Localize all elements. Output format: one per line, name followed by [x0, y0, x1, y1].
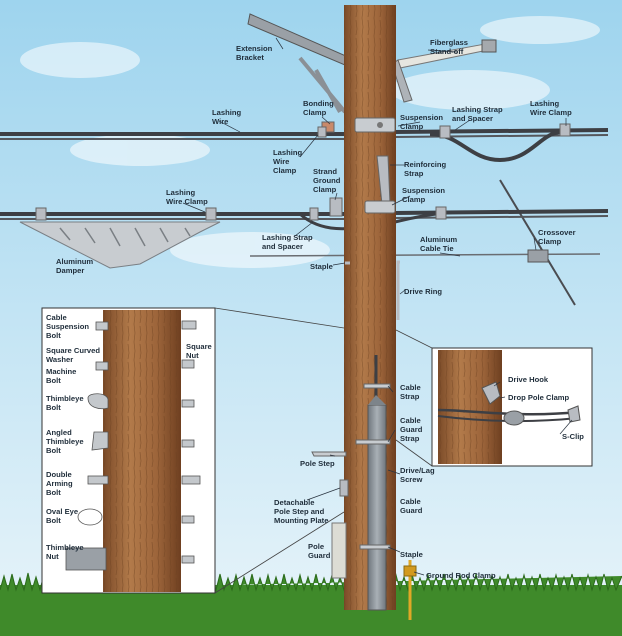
- leader-lines: [182, 37, 573, 576]
- upper-cables: [0, 128, 609, 163]
- label-suspension-clamp-mid: Suspension Clamp: [402, 186, 446, 204]
- label-cable-guard-strap: Cable Guard Strap: [400, 416, 423, 443]
- label-lashing-wire: Lashing Wire: [212, 108, 242, 126]
- label-oval-eye-bolt: Oval Eye Bolt: [46, 507, 79, 525]
- label-lashing-wire-clamp-right: Lashing Wire Clamp: [530, 99, 572, 117]
- clouds: [20, 16, 600, 268]
- label-thimbleye-nut: Thimbleye Nut: [46, 543, 84, 561]
- label-suspension-clamp-top: Suspension Clamp: [400, 113, 444, 131]
- pole-hardware: [35, 117, 571, 320]
- crossover-cable: [499, 179, 576, 306]
- label-aluminum-cable-tie: Aluminum Cable Tie: [420, 235, 458, 253]
- label-aluminum-damper: Aluminum Damper: [56, 257, 94, 275]
- ground-rod: [403, 560, 417, 620]
- label-lashing-wire-clamp-left: Lashing Wire Clamp: [166, 188, 208, 206]
- label-detachable-pole-step: Detachable Pole Step and Mounting Plate: [274, 498, 329, 525]
- label-reinforcing-strap: Reinforcing Strap: [404, 160, 447, 178]
- label-thimbleye-bolt: Thimbleye Bolt: [46, 394, 84, 412]
- label-square-curved-washer: Square Curved Washer: [46, 346, 101, 364]
- label-cable-suspension-bolt: Cable Suspension Bolt: [46, 313, 90, 340]
- label-lashing-wire-clamp-mid: Lashing Wire Clamp: [273, 148, 303, 175]
- label-bonding-clamp: Bonding Clamp: [303, 99, 334, 117]
- label-double-arming-bolt: Double Arming Bolt: [46, 470, 73, 497]
- label-lashing-strap-spacer-mid: Lashing Strap and Spacer: [262, 233, 313, 251]
- label-square-nut: Square Nut: [186, 342, 212, 360]
- label-cable-guard: Cable Guard: [400, 497, 423, 515]
- label-lashing-strap-spacer-top: Lashing Strap and Spacer: [452, 105, 503, 123]
- label-angled-thimbleye-bolt: Angled Thimbleye Bolt: [46, 428, 84, 455]
- label-cable-strap: Cable Strap: [400, 383, 421, 401]
- label-staple-bottom: Staple: [400, 550, 423, 559]
- label-drop-pole-clamp: Drop Pole Clamp: [508, 393, 570, 402]
- label-pole-guard: Pole Guard: [308, 542, 331, 560]
- label-drive-lag-screw: Drive/Lag Screw: [400, 466, 435, 484]
- aluminum-damper: [19, 221, 221, 269]
- label-pole-step: Pole Step: [300, 459, 335, 468]
- label-s-clip: S-Clip: [562, 432, 584, 441]
- label-ground-rod-clamp: Ground Rod Clamp: [426, 571, 496, 580]
- label-staple-top: Staple: [310, 262, 333, 271]
- label-drive-hook: Drive Hook: [508, 375, 549, 384]
- label-crossover-clamp: Crossover Clamp: [538, 228, 576, 246]
- label-drive-ring: Drive Ring: [404, 287, 442, 296]
- label-strand-ground-clamp: Strand Ground Clamp: [313, 167, 341, 194]
- label-extension-bracket: Extension Bracket: [236, 44, 273, 62]
- label-machine-bolt: Machine Bolt: [46, 367, 77, 385]
- label-fiberglass-standoff: Fiberglass Stand-off: [430, 38, 468, 56]
- bolts-inset: [41, 307, 345, 594]
- cable-guard-assembly: [311, 355, 391, 611]
- drive-hook-inset: [395, 329, 593, 467]
- fiberglass-standoff: [391, 39, 497, 103]
- extension-bracket: [247, 13, 356, 114]
